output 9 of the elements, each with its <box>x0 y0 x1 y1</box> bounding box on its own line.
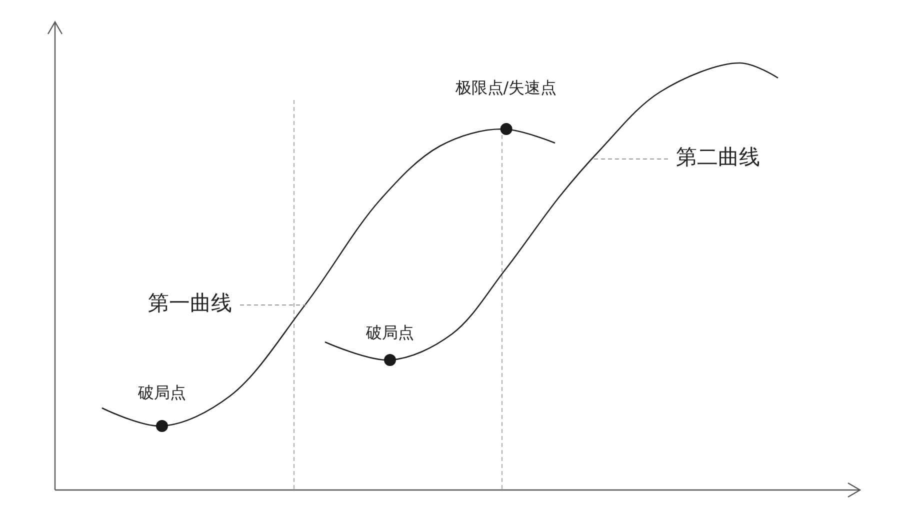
curve-line <box>102 128 556 427</box>
leader-line <box>592 158 668 160</box>
point-label: 破局点 <box>138 383 186 403</box>
curve-label: 第一曲线 <box>148 291 232 315</box>
curve-line <box>324 62 778 361</box>
curve-label: 第二曲线 <box>676 145 760 169</box>
leader-line <box>240 304 306 306</box>
point-label: 破局点 <box>366 323 414 343</box>
point-label: 极限点/失速点 <box>455 78 557 98</box>
